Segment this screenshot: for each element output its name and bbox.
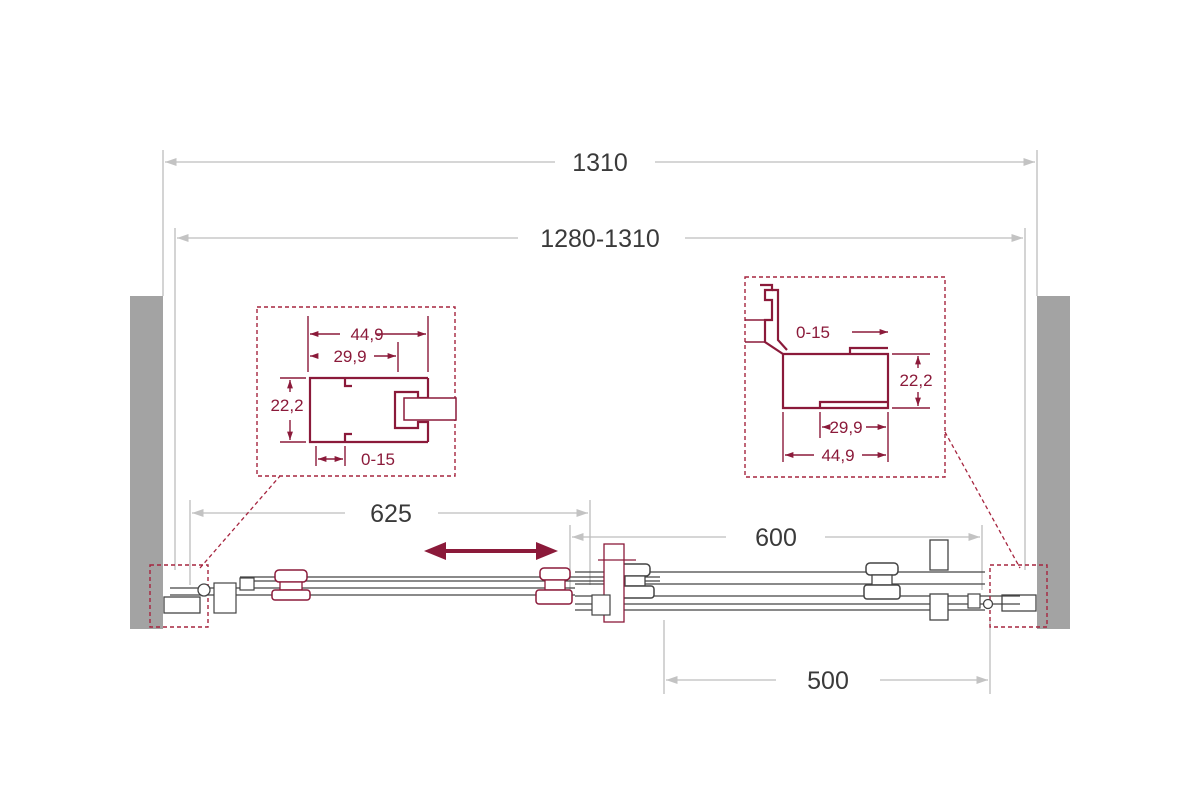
right-wall — [1037, 296, 1070, 629]
dimension-passage-label: 500 — [807, 667, 849, 695]
detail-right-adjust: 0-15 — [796, 323, 830, 342]
detail-right-height: 22,2 — [899, 371, 932, 390]
detail-left-adjust: 0-15 — [361, 450, 395, 469]
detail-left-width-inner: 29,9 — [333, 347, 366, 366]
detail-right: 0-15 22,2 29,9 44,9 — [744, 276, 946, 478]
dimension-opening: 625 — [189, 500, 591, 585]
handle-icon — [591, 543, 636, 623]
dimension-opening-label: 625 — [370, 500, 412, 528]
detail-right-width-outer: 44,9 — [821, 446, 854, 465]
left-wall — [130, 296, 163, 629]
dimension-overall: 1310 — [162, 149, 1038, 296]
roller-icon — [271, 569, 311, 601]
dimension-adjustable: 1280-1310 — [174, 225, 1026, 570]
detail-left: 44,9 29,9 22,2 0-15 — [256, 306, 457, 477]
roller-icon — [863, 562, 901, 600]
dimension-overall-label: 1310 — [572, 149, 628, 177]
dimension-passage: 500 — [663, 620, 991, 695]
leader-line-left — [199, 475, 281, 569]
dimension-adjustable-label: 1280-1310 — [540, 225, 660, 253]
dimension-fixed-panel-label: 600 — [755, 524, 797, 552]
double-arrow-icon — [424, 542, 558, 560]
dimension-fixed-panel: 600 — [569, 524, 983, 590]
leader-line-right — [944, 431, 1021, 569]
right-end-fitting — [967, 564, 1048, 628]
detail-left-height: 22,2 — [270, 396, 303, 415]
left-end-fitting — [149, 564, 255, 628]
roller-icon — [535, 567, 573, 605]
detail-right-width-inner: 29,9 — [829, 418, 862, 437]
detail-left-width-outer: 44,9 — [350, 325, 383, 344]
handle-icon — [929, 539, 949, 621]
